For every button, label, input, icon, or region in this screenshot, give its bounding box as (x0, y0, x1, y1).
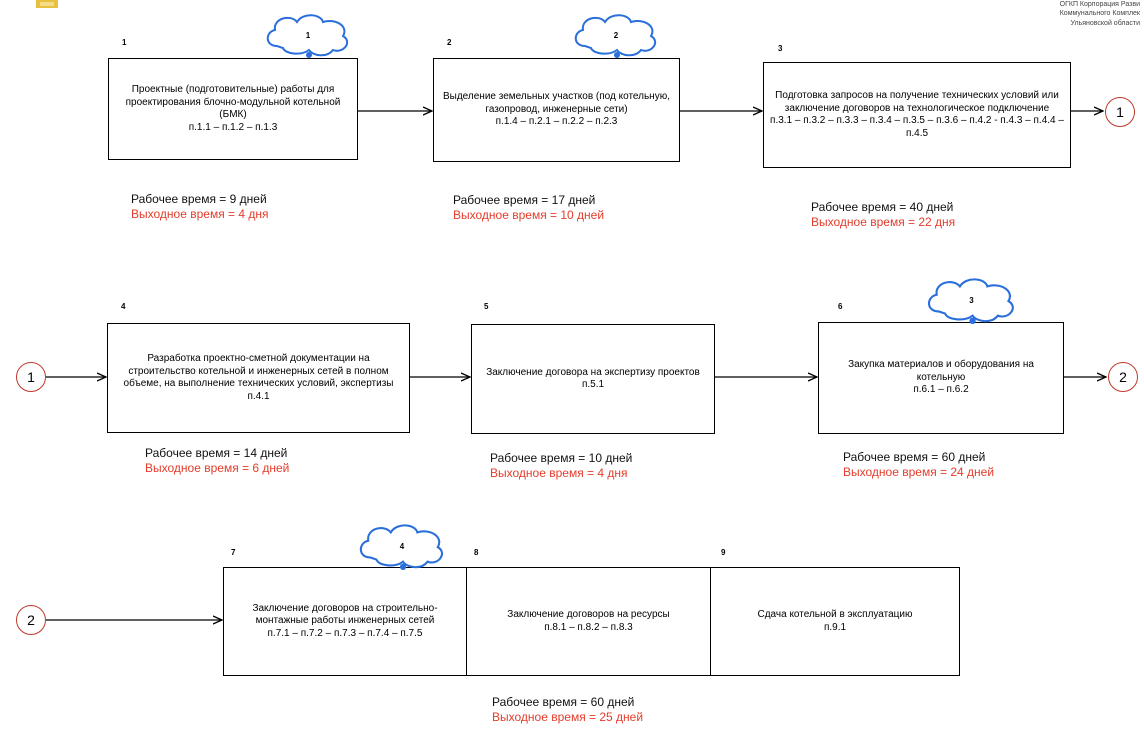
cloud-label: 2 (613, 30, 619, 40)
stage-box: Проектные (подготовительные) работы для … (108, 58, 358, 160)
work-time: Рабочее время = 60 дней (843, 450, 986, 464)
off-time: Выходное время = 24 дней (843, 465, 995, 479)
stage-box: Закупка материалов и оборудования на кот… (818, 322, 1064, 434)
off-time: Выходное время = 4 дня (131, 207, 269, 221)
connector-circle: 1 (1105, 97, 1135, 127)
step-number: 7 (231, 548, 236, 557)
off-time: Выходное время = 25 дней (492, 710, 644, 724)
off-time: Выходное время = 4 дня (490, 466, 628, 480)
stage-text: Сдача котельной в эксплуатацию п.9.1 (757, 609, 913, 633)
step-number: 5 (484, 302, 489, 311)
time-block: Рабочее время = 60 дней Выходное время =… (492, 695, 643, 725)
cloud-marker: 2 (571, 12, 661, 58)
time-block: Рабочее время = 40 дней Выходное время =… (811, 200, 955, 230)
connector-circle: 2 (1108, 362, 1138, 392)
step-number: 2 (447, 38, 452, 47)
cloud-icon (927, 278, 1014, 324)
cloud-icon (359, 524, 443, 570)
step-number: 1 (122, 38, 127, 47)
work-time: Рабочее время = 40 дней (811, 200, 954, 214)
work-time: Рабочее время = 60 дней (492, 695, 635, 709)
time-block: Рабочее время = 60 дней Выходное время =… (843, 450, 994, 480)
stage-text: Заключение договора на экспертизу проект… (486, 366, 700, 391)
cloud-icon (574, 14, 657, 58)
cloud-label: 4 (399, 541, 405, 551)
work-time: Рабочее время = 17 дней (453, 193, 596, 207)
off-time: Выходное время = 22 дня (811, 215, 956, 229)
step-number: 4 (121, 302, 126, 311)
step-number: 6 (838, 302, 843, 311)
time-block: Рабочее время = 17 дней Выходное время =… (453, 193, 604, 223)
cloud-icon (266, 14, 349, 58)
off-time: Выходное время = 10 дней (453, 208, 605, 222)
step-number: 3 (778, 44, 783, 53)
stage-box: Разработка проектно-сметной документации… (107, 323, 410, 433)
off-time: Выходное время = 6 дней (145, 461, 290, 475)
stage-text: Закупка материалов и оборудования на кот… (848, 359, 1034, 396)
time-block: Рабочее время = 9 дней Выходное время = … (131, 192, 269, 222)
connector-circle: 2 (16, 605, 46, 635)
work-time: Рабочее время = 10 дней (490, 451, 633, 465)
stage-box: Сдача котельной в эксплуатацию п.9.1 (710, 567, 960, 676)
stage-box: Выделение земельных участков (под котель… (433, 58, 680, 162)
stage-text: Заключение договоров на строительно-монт… (252, 602, 438, 639)
stage-text: Заключение договоров на ресурсы п.8.1 – … (507, 609, 670, 633)
step-number: 9 (721, 548, 726, 557)
stage-text: Проектные (подготовительные) работы для … (125, 84, 341, 133)
time-block: Рабочее время = 10 дней Выходное время =… (490, 451, 632, 481)
org-line: ОГКП Корпорация Разви (1059, 1, 1140, 8)
stage-box: Заключение договоров на строительно-монт… (223, 567, 467, 676)
stage-text: Выделение земельных участков (под котель… (442, 91, 670, 128)
org-line: Коммунального Комплек (1059, 10, 1140, 18)
work-time: Рабочее время = 14 дней (145, 446, 288, 460)
stage-text: Разработка проектно-сметной документации… (123, 353, 394, 402)
stage-box: Подготовка запросов на получение техниче… (763, 62, 1071, 168)
step-number: 8 (474, 548, 479, 557)
cloud-marker: 4 (356, 522, 448, 570)
organization-header: ОГКП Корпорация Разви Коммунального Комп… (1060, 0, 1140, 28)
cloud-marker: 3 (924, 276, 1019, 324)
cloud-label: 3 (969, 295, 974, 305)
work-time: Рабочее время = 9 дней (131, 192, 267, 206)
cloud-marker: 1 (263, 12, 353, 58)
org-line: Ульяновской области (1070, 19, 1140, 27)
time-block: Рабочее время = 14 дней Выходное время =… (145, 446, 289, 476)
stage-box: Заключение договоров на ресурсы п.8.1 – … (466, 567, 711, 676)
stage-text: Подготовка запросов на получение техниче… (770, 90, 1064, 139)
connector-circle: 1 (16, 362, 46, 392)
cloud-label: 1 (305, 30, 311, 40)
stage-box: Заключение договора на экспертизу проект… (471, 324, 715, 434)
logo-icon (36, 0, 58, 8)
